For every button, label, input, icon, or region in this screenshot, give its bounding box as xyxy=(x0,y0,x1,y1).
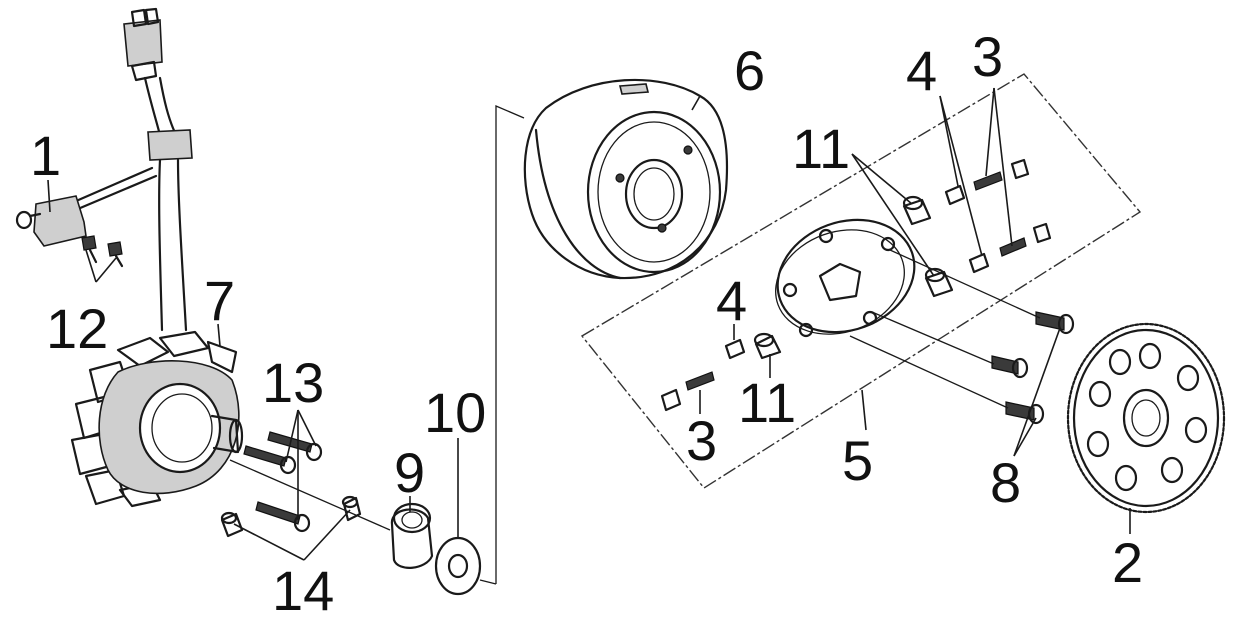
callout-6: 6 xyxy=(734,39,765,102)
callout-7: 7 xyxy=(204,269,235,332)
callout-4-top: 4 xyxy=(906,39,937,102)
sensor-screws xyxy=(81,235,124,268)
callout-8: 8 xyxy=(990,451,1021,514)
clutch-bolts xyxy=(991,311,1075,425)
clutch-pins xyxy=(724,184,990,360)
bushing xyxy=(390,502,434,569)
washer xyxy=(434,536,482,596)
callout-14: 14 xyxy=(272,559,334,622)
spring-caps xyxy=(660,158,1052,412)
callout-3-bottom: 3 xyxy=(686,409,717,472)
clutch-rollers xyxy=(753,195,954,360)
leader-lines xyxy=(47,87,1131,561)
clutch-springs xyxy=(685,171,1027,391)
stator xyxy=(70,330,244,508)
stator-bolts xyxy=(243,431,323,533)
assembly-bracket-line xyxy=(495,105,525,584)
callout-10: 10 xyxy=(424,381,486,444)
callout-11-bottom: 11 xyxy=(738,371,796,434)
callout-4-bottom: 4 xyxy=(716,269,747,332)
callout-1: 1 xyxy=(30,124,61,187)
flywheel-rotor xyxy=(523,78,729,280)
wiring-harness xyxy=(58,76,193,332)
callout-12: 12 xyxy=(46,297,108,360)
callout-5: 5 xyxy=(842,429,873,492)
callout-11-top: 11 xyxy=(792,117,850,180)
callout-2: 2 xyxy=(1112,531,1143,594)
starter-clutch-body xyxy=(775,218,916,338)
callout-3-top: 3 xyxy=(972,25,1003,88)
callout-9: 9 xyxy=(394,441,425,504)
wire-connector xyxy=(123,7,163,82)
callout-13: 13 xyxy=(262,351,324,414)
starter-driven-gear xyxy=(1066,322,1226,514)
clutch-group-outline xyxy=(580,73,1142,489)
pickup-sensor xyxy=(15,195,87,247)
